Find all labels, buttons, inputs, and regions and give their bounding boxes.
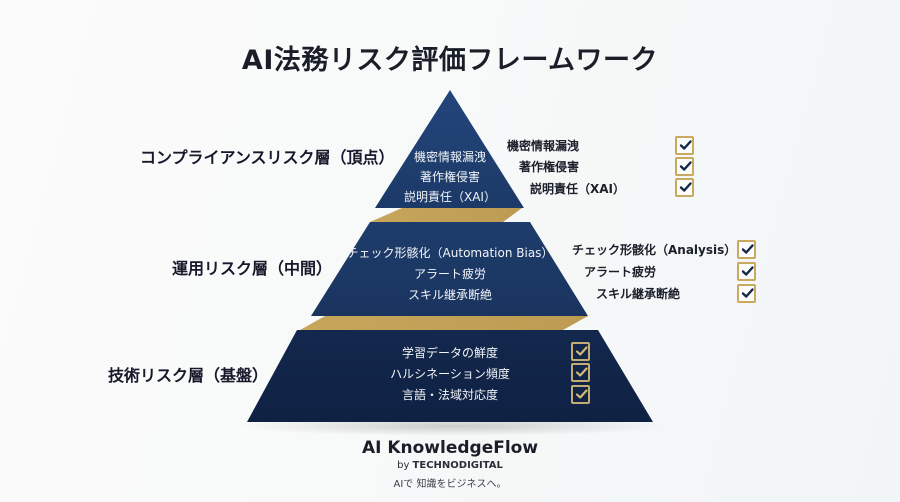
layer-bottom-trapezoid — [247, 330, 653, 422]
gold-divider-1 — [370, 208, 522, 222]
checked-checkbox-icon[interactable] — [571, 342, 590, 361]
layer-middle-trapezoid — [311, 222, 588, 316]
brand-company-name: TECHNODIGITAL — [412, 460, 503, 471]
inner-item: 言語・法域対応度 — [401, 388, 498, 402]
inner-item: 説明責任（XAI） — [404, 190, 496, 204]
page-title: AI法務リスク評価フレームワーク — [241, 45, 659, 76]
brand-tagline: AIで 知識をビジネスへ。 — [393, 479, 507, 490]
brand-company: by TECHNODIGITAL — [0, 460, 900, 471]
checklist-item: 説明責任（XAI） — [530, 182, 626, 196]
checklist-item: アラート疲労 — [584, 265, 657, 279]
inner-item: 著作権侵害 — [419, 170, 480, 184]
checked-checkbox-icon[interactable] — [675, 178, 694, 197]
checked-checkbox-icon[interactable] — [571, 385, 590, 404]
layer-bottom-items: 学習データの鮮度 ハルシネーション頻度 言語・法域対応度 — [370, 343, 530, 406]
checklist-item: 機密情報漏洩 — [507, 139, 580, 153]
checked-checkbox-icon[interactable] — [737, 240, 756, 259]
checked-checkbox-icon[interactable] — [675, 136, 694, 155]
layer-top-triangle — [375, 90, 524, 208]
brand-name: AI KnowledgeFlow — [361, 438, 539, 458]
inner-item: 機密情報漏洩 — [413, 150, 486, 164]
layer-label-technical: 技術リスク層（基盤） — [108, 366, 269, 385]
layer-top-items: 機密情報漏洩 著作権侵害 説明責任（XAI） — [390, 147, 510, 207]
inner-item: ハルシネーション頻度 — [390, 367, 510, 381]
checked-checkbox-icon[interactable] — [675, 157, 694, 176]
inner-item: スキル継承断絶 — [407, 288, 492, 302]
inner-item: 学習データの鮮度 — [401, 346, 498, 360]
layer-label-operational: 運用リスク層（中間） — [172, 259, 333, 278]
inner-item: アラート疲労 — [413, 267, 486, 281]
brand-by-prefix: by — [397, 460, 413, 471]
checked-checkbox-icon[interactable] — [737, 262, 756, 281]
checklist-item: スキル継承断絶 — [596, 287, 681, 301]
layer-middle-items: チェック形骸化（Automation Bias） アラート疲労 スキル継承断絶 — [340, 243, 560, 306]
checked-checkbox-icon[interactable] — [571, 363, 590, 382]
checked-checkbox-icon[interactable] — [737, 284, 756, 303]
checklist-item: 著作権侵害 — [519, 160, 580, 174]
inner-item: チェック形骸化（Automation Bias） — [346, 246, 554, 260]
layer-label-compliance: コンプライアンスリスク層（頂点） — [140, 148, 395, 167]
gold-divider-2 — [300, 316, 588, 330]
checklist-item: チェック形骸化（Analysis） — [572, 243, 737, 257]
